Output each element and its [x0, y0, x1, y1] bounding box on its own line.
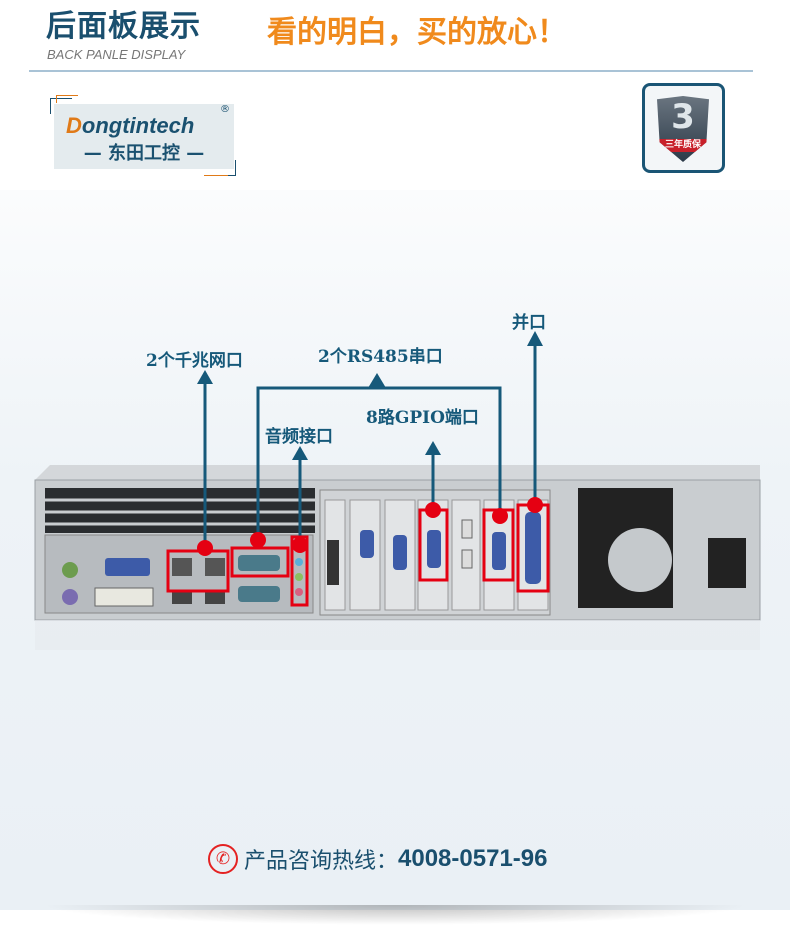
chassis-reflection — [35, 620, 760, 650]
usb-port — [205, 590, 225, 604]
label-ethernet: 2个千兆网口 — [146, 350, 243, 371]
highlight-boxes — [166, 503, 550, 607]
phone-icon: ✆ — [208, 844, 238, 874]
dvi-port — [94, 587, 154, 607]
hotline-number: 4008-0571-96 — [398, 845, 548, 872]
psu-fan — [608, 528, 672, 592]
logo-corner — [50, 98, 72, 114]
hotline: ✆ 产品咨询热线： 4008-0571-96 — [208, 843, 547, 875]
ps2-keyboard-port — [62, 562, 78, 578]
usb-port — [172, 590, 192, 604]
dvi-card-port — [327, 540, 339, 585]
rs485-port — [492, 532, 506, 570]
serial-port — [238, 586, 280, 602]
registered-mark: ® — [220, 104, 230, 115]
warranty-badge: 3 三年质保 — [642, 83, 725, 173]
hotline-label: 产品咨询热线： — [244, 849, 399, 874]
gpio-port — [427, 530, 441, 568]
page-subtitle: BACK PANLE DISPLAY — [47, 47, 186, 62]
logo-corner — [56, 95, 78, 103]
divider — [29, 70, 753, 72]
logo-text: ongtintech — [81, 113, 195, 138]
usb-port — [461, 549, 473, 569]
label-gpio: 8路GPIO端口 — [366, 407, 479, 428]
ps2-mouse-port — [62, 589, 78, 605]
chassis-top — [35, 465, 760, 480]
logo-corner — [204, 170, 228, 176]
parallel-port — [525, 512, 541, 584]
db9-port — [393, 535, 407, 570]
label-rs485: 2个RS485串口 — [318, 346, 443, 367]
serial-port — [238, 555, 280, 571]
audio-line-out — [295, 573, 303, 581]
vga-port — [105, 558, 150, 576]
power-inlet — [708, 538, 746, 588]
rj45-port — [172, 558, 192, 576]
vga-card-port — [360, 530, 374, 558]
audio-line-in — [295, 558, 303, 566]
logo-initial: D — [66, 113, 82, 138]
marker-dots — [197, 497, 543, 556]
slogan: 看的明白，买的放心！ — [267, 15, 567, 50]
usb-port — [461, 519, 473, 539]
audio-mic — [295, 588, 303, 596]
page-title: 后面板展示 — [46, 9, 201, 44]
rj45-port — [205, 558, 225, 576]
label-audio: 音频接口 — [265, 426, 333, 447]
logo-cn-name: — 东田工控 — — [83, 143, 205, 164]
bottom-shadow — [40, 905, 750, 925]
brand-logo: Dongtintech ® — 东田工控 — — [54, 104, 234, 169]
warranty-years: 3 — [671, 97, 695, 137]
warranty-label: 三年质保 — [657, 139, 709, 152]
label-parallel: 并口 — [512, 312, 546, 333]
